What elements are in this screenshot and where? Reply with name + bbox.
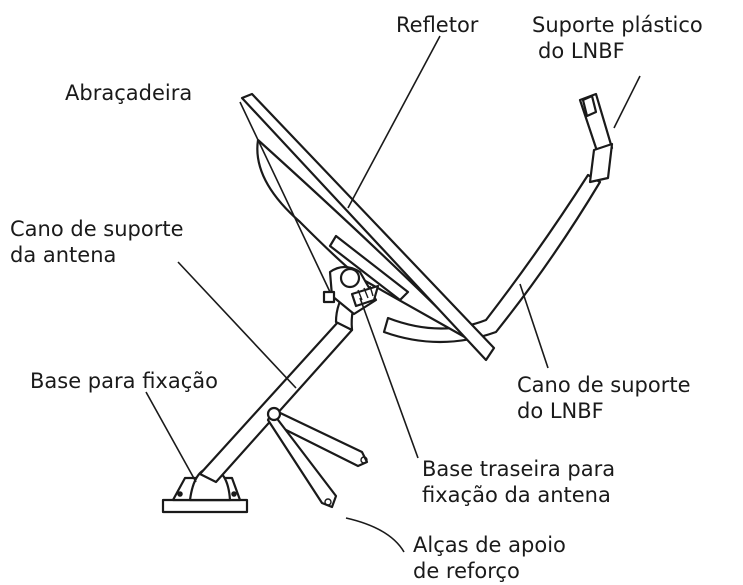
label-lnbf-pipe: Cano de suporte do LNBF bbox=[517, 372, 691, 424]
label-antenna-pipe-line-1: Cano de suporte bbox=[10, 217, 184, 241]
label-rear-base: Base traseira para fixação da antena bbox=[422, 456, 615, 508]
label-braces-line-2: de reforço bbox=[413, 559, 520, 583]
lnbf-plastic-holder bbox=[578, 92, 614, 184]
label-lnbf-holder-line-1: Suporte plástico bbox=[532, 13, 703, 37]
reinforcement-braces bbox=[266, 406, 369, 509]
label-antenna-pipe: Cano de suporte da antena bbox=[10, 216, 184, 268]
label-reflector: Refletor bbox=[396, 13, 479, 37]
label-rear-base-line-1: Base traseira para bbox=[422, 457, 616, 481]
label-antenna-pipe-line-2: da antena bbox=[10, 243, 117, 267]
lnbf-support-pipe bbox=[382, 173, 602, 344]
rear-mount-bracket bbox=[322, 265, 380, 316]
label-mount-base: Base para fixação bbox=[30, 369, 218, 393]
label-braces-line-1: Alças de apoio bbox=[413, 533, 566, 557]
label-lnbf-pipe-line-2: do LNBF bbox=[517, 399, 604, 423]
label-braces: Alças de apoio de reforço bbox=[413, 532, 566, 584]
label-clamp: Abraçadeira bbox=[65, 81, 193, 105]
leader-lines bbox=[145, 35, 641, 553]
label-lnbf-holder: Suporte plástico do LNBF bbox=[532, 12, 703, 64]
label-lnbf-holder-line-2: do LNBF bbox=[538, 39, 625, 63]
label-lnbf-pipe-line-1: Cano de suporte bbox=[517, 373, 691, 397]
label-rear-base-line-2: fixação da antena bbox=[422, 483, 611, 507]
